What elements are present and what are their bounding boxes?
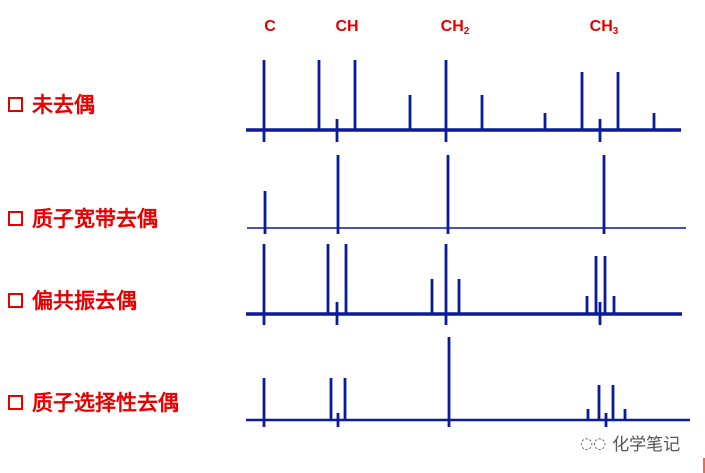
wechat-icon: ◌◌ xyxy=(580,433,607,452)
row-label-text: 偏共振去偶 xyxy=(32,289,137,313)
checkbox-bullet-icon xyxy=(8,210,23,226)
checkbox-bullet-icon xyxy=(8,96,23,112)
watermark: ◌◌ 化学笔记 xyxy=(580,430,681,456)
column-label-ch: CH xyxy=(335,18,359,35)
row-label-broadband: 质子宽带去偶 xyxy=(8,203,158,233)
checkbox-bullet-icon xyxy=(8,292,23,308)
row-label-text: 质子选择性去偶 xyxy=(32,391,179,415)
row-label-text: 质子宽带去偶 xyxy=(32,207,158,231)
column-label-ch3: CH3 xyxy=(589,18,619,37)
row-label-offresonance: 偏共振去偶 xyxy=(8,285,137,315)
column-label-ch2: CH2 xyxy=(440,18,470,37)
row-label-selective: 质子选择性去偶 xyxy=(8,387,179,417)
row-label-coupled: 未去偶 xyxy=(8,89,95,119)
column-label-c: C xyxy=(264,18,276,35)
edge-marker xyxy=(703,458,705,473)
checkbox-bullet-icon xyxy=(8,394,23,410)
watermark-text: 化学笔记 xyxy=(612,435,681,455)
row-label-text: 未去偶 xyxy=(32,93,95,117)
